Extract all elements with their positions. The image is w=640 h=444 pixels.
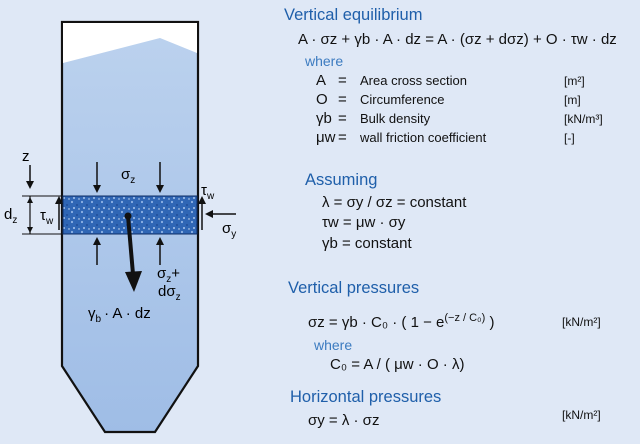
def-eq-mu: = bbox=[338, 129, 347, 146]
horizontal-pressure-formula: σy = λ · σz bbox=[308, 412, 380, 429]
def-eq-a: = bbox=[338, 72, 347, 89]
sigma-z-left-arrow bbox=[93, 185, 101, 193]
d-sigma-z-label: dσz bbox=[158, 283, 181, 303]
c0-definition: C₀ = A / ( μw · O · λ) bbox=[330, 356, 465, 373]
assuming-heading: Assuming bbox=[305, 171, 378, 189]
assumption-lambda: λ = σy / σz = constant bbox=[322, 194, 467, 211]
def-unit-gamma: [kN/m³] bbox=[564, 112, 603, 126]
sigma-z-dz-right-arrow bbox=[156, 237, 164, 245]
vertical-pressure-close: ) bbox=[489, 314, 495, 331]
assumption-tau: τw = μw · σy bbox=[322, 214, 406, 231]
horizontal-pressures-heading: Horizontal pressures bbox=[290, 388, 442, 406]
vertical-pressure-base: σz = γb · C₀ · ( 1 − e bbox=[308, 314, 445, 331]
def-desc-o: Circumference bbox=[360, 92, 445, 107]
z-label: z bbox=[22, 148, 30, 165]
sigma-z-plus-label: σz+ bbox=[157, 265, 180, 285]
vertical-pressure-formula: σz = γb · C₀ · ( 1 − e(−z / C₀) ) bbox=[308, 312, 494, 331]
silo-headspace bbox=[63, 23, 197, 63]
def-desc-a: Area cross section bbox=[360, 73, 467, 88]
where-label-1: where bbox=[305, 53, 344, 69]
sigma-z-dz-left-arrow bbox=[93, 237, 101, 245]
def-unit-a: [m²] bbox=[564, 74, 585, 88]
def-eq-o: = bbox=[338, 91, 347, 108]
vertical-equilibrium-heading: Vertical equilibrium bbox=[284, 6, 423, 24]
vertical-pressures-heading: Vertical pressures bbox=[288, 279, 420, 297]
sigma-z-right-arrow bbox=[156, 185, 164, 193]
vertical-pressure-exponent: (−z / C₀) bbox=[444, 312, 486, 324]
def-desc-mu: wall friction coefficient bbox=[360, 130, 487, 145]
sigma-y-arrow bbox=[205, 210, 213, 218]
assumption-gamma: γb = constant bbox=[322, 235, 412, 252]
weight-arrow bbox=[125, 271, 142, 292]
def-symbol-a: A bbox=[316, 72, 327, 89]
z-arrow bbox=[26, 181, 34, 189]
def-symbol-o: O bbox=[316, 91, 328, 108]
def-symbol-gamma: γb bbox=[316, 110, 332, 127]
tau-w-left-label: τw bbox=[40, 207, 54, 227]
sigma-y-label: σy bbox=[222, 220, 236, 240]
tau-w-right-label: τw bbox=[201, 182, 215, 202]
def-eq-gamma: = bbox=[338, 110, 347, 127]
tau-w-left-arrow bbox=[55, 196, 63, 204]
horizontal-pressure-unit: [kN/m²] bbox=[562, 408, 601, 422]
def-unit-mu: [-] bbox=[564, 131, 575, 145]
def-unit-o: [m] bbox=[564, 93, 581, 107]
silo-diagram: z dz τw τw σy σz σz+ dσz bbox=[4, 20, 236, 434]
def-symbol-mu: μw bbox=[316, 129, 336, 146]
where-label-2: where bbox=[314, 337, 353, 353]
equilibrium-equation: A · σz + γb · A · dz = A · (σz + dσz) + … bbox=[298, 31, 617, 48]
def-desc-gamma: Bulk density bbox=[360, 111, 431, 126]
sigma-z-label: σz bbox=[121, 166, 135, 186]
tau-w-right-arrow bbox=[198, 196, 206, 204]
dz-label: dz bbox=[4, 206, 17, 226]
vertical-pressure-unit: [kN/m²] bbox=[562, 315, 601, 329]
weight-label: γb· A · dz bbox=[88, 305, 151, 325]
